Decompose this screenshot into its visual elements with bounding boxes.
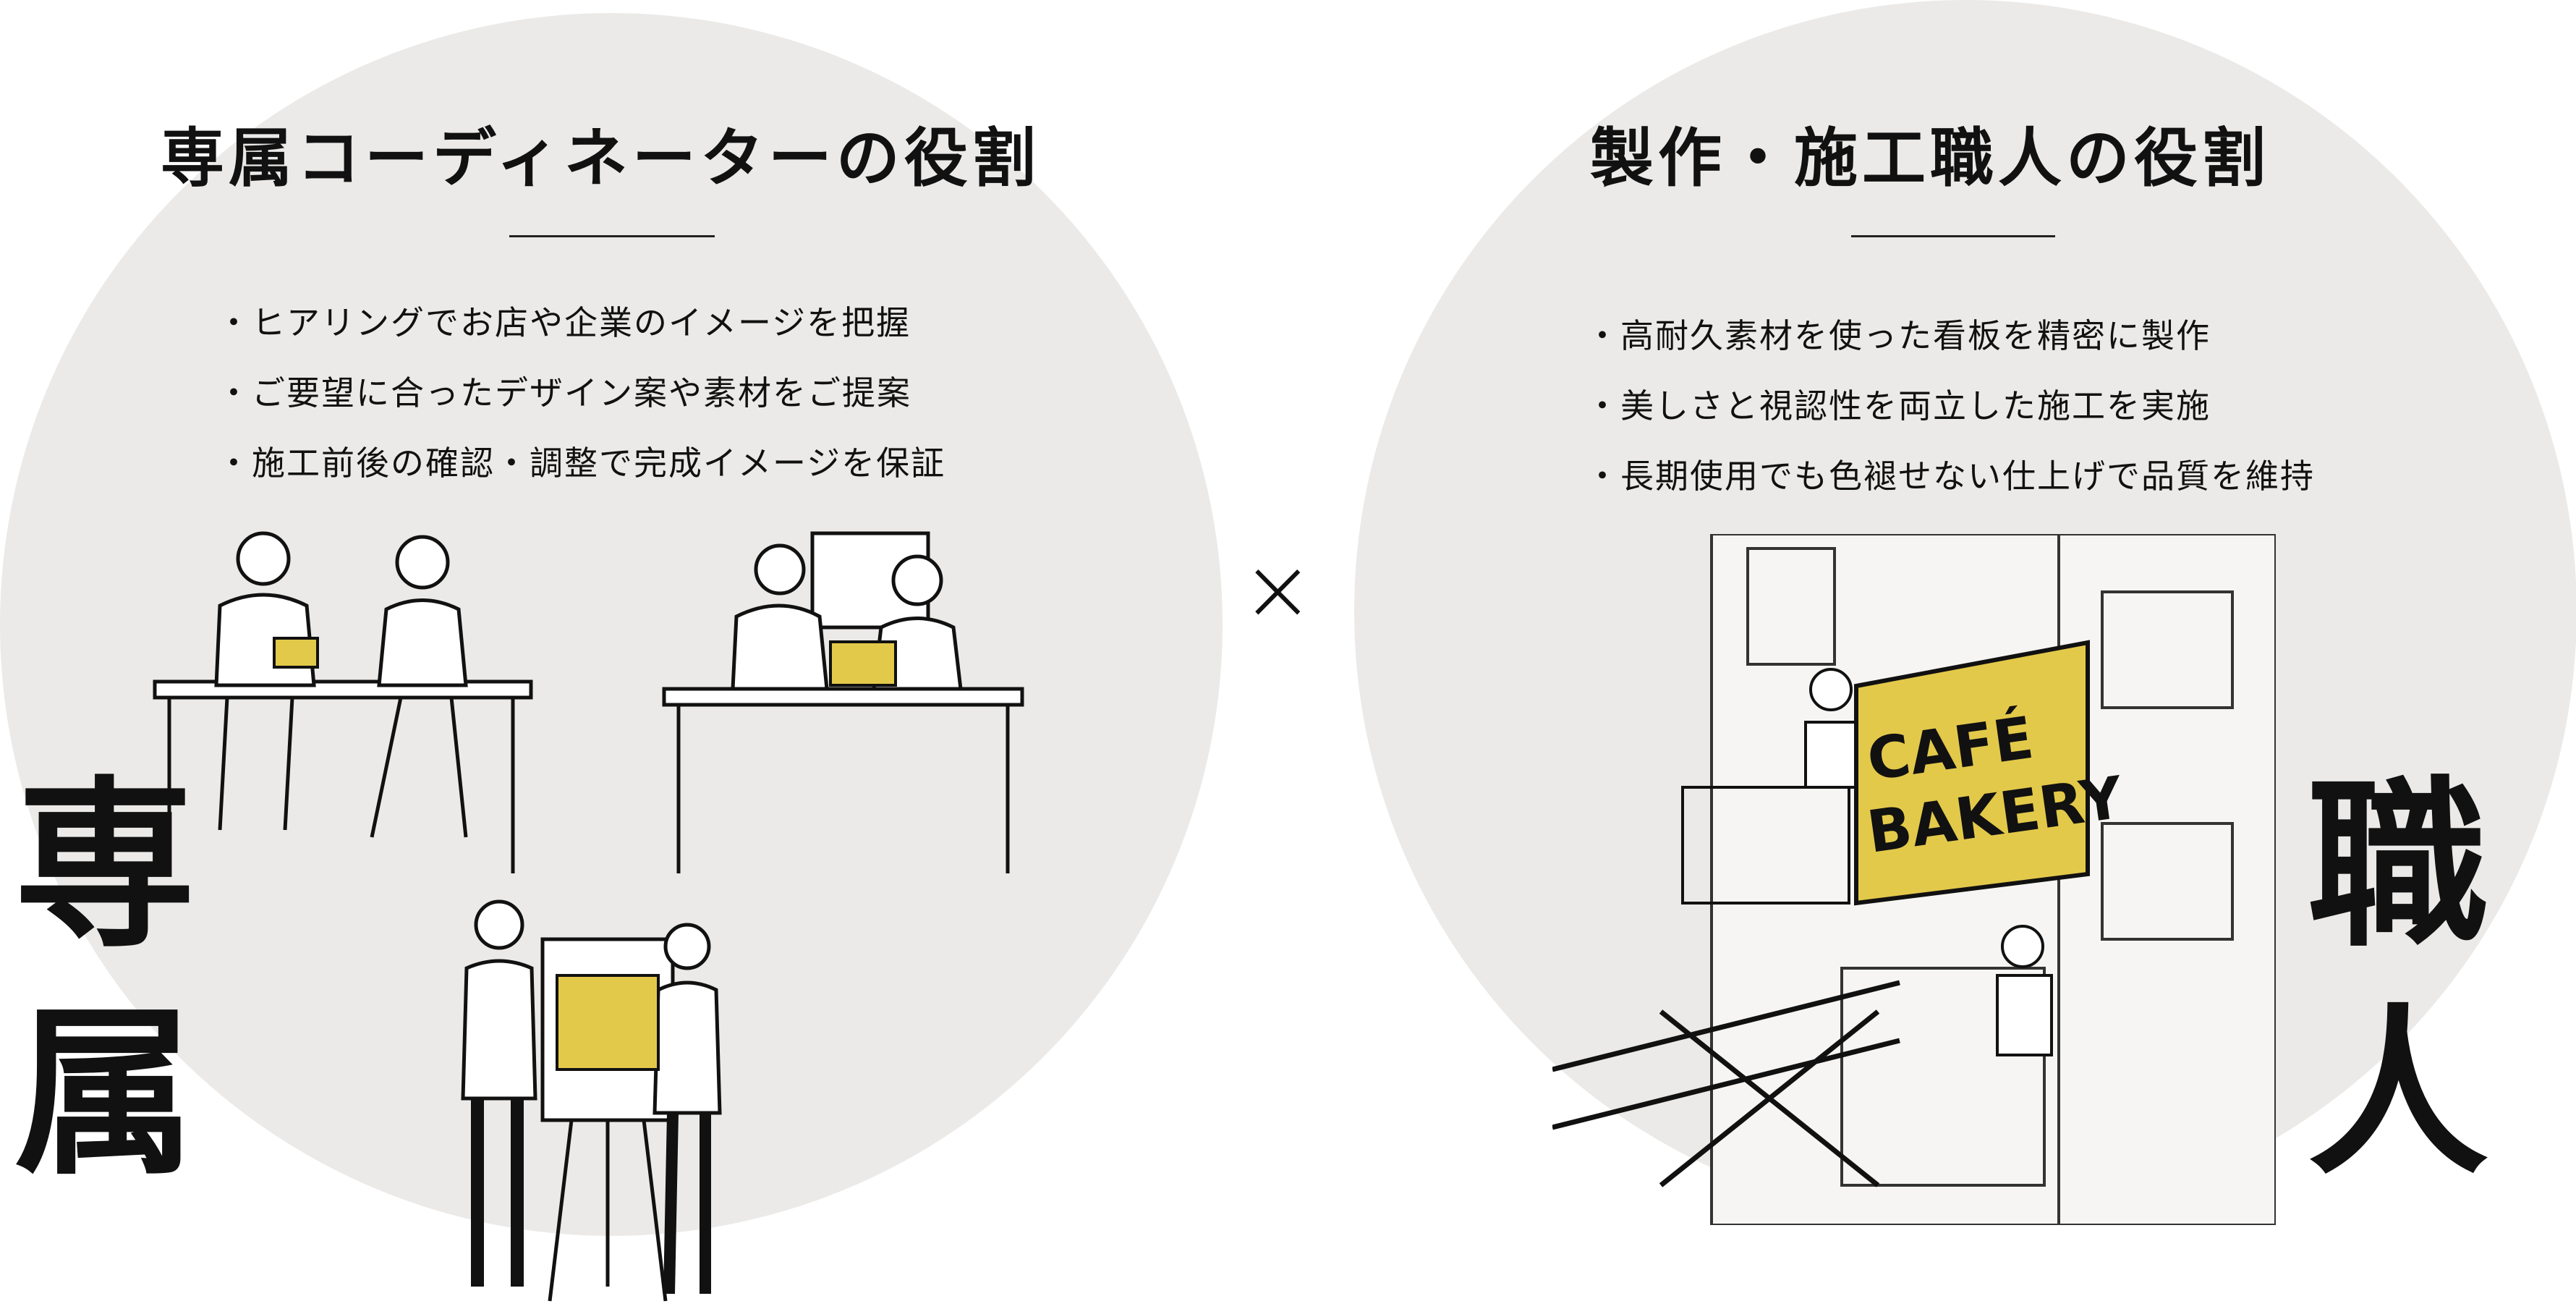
laptop-icon xyxy=(829,640,897,687)
list-item: ご要望に合ったデザイン案や素材をご提案 xyxy=(217,367,945,437)
cafe-bakery-sign: CAFÉ BAKERY xyxy=(1854,640,2127,906)
brochure-icon xyxy=(273,637,319,669)
craftsman-role-title: 製作・施工職人の役割 xyxy=(1590,120,2271,195)
easel-presentation-illustration xyxy=(461,899,722,1302)
sign-installation-illustration: CAFÉ BAKERY xyxy=(1552,534,2276,1225)
big-char-zoku: 属 xyxy=(14,986,195,1199)
big-char-nin: 人 xyxy=(2308,986,2488,1199)
list-item: 美しさと視認性を両立した施工を実施 xyxy=(1586,380,2315,450)
craftsman-role-list: 高耐久素材を使った看板を精密に製作 美しさと視認性を両立した施工を実施 長期使用… xyxy=(1586,310,2315,520)
title-divider xyxy=(1851,235,2055,237)
list-item: 長期使用でも色褪せない仕上げで品質を維持 xyxy=(1586,450,2315,520)
big-char-sen: 専 xyxy=(14,758,195,971)
title-divider xyxy=(509,235,715,237)
big-char-shoku: 職 xyxy=(2308,758,2488,971)
times-separator: × xyxy=(1241,540,1314,640)
storefront-sketch-icon xyxy=(556,974,660,1071)
list-item: 高耐久素材を使った看板を精密に製作 xyxy=(1586,310,2315,380)
coordinator-role-title: 専属コーディネーターの役割 xyxy=(161,120,1040,195)
list-item: 施工前後の確認・調整で完成イメージを保証 xyxy=(217,437,945,507)
coordinator-role-list: ヒアリングでお店や企業のイメージを把握 ご要望に合ったデザイン案や素材をご提案 … xyxy=(217,297,945,507)
consultation-meeting-illustration xyxy=(153,531,533,873)
list-item: ヒアリングでお店や企業のイメージを把握 xyxy=(217,297,945,367)
design-proposal-illustration xyxy=(662,531,1024,873)
